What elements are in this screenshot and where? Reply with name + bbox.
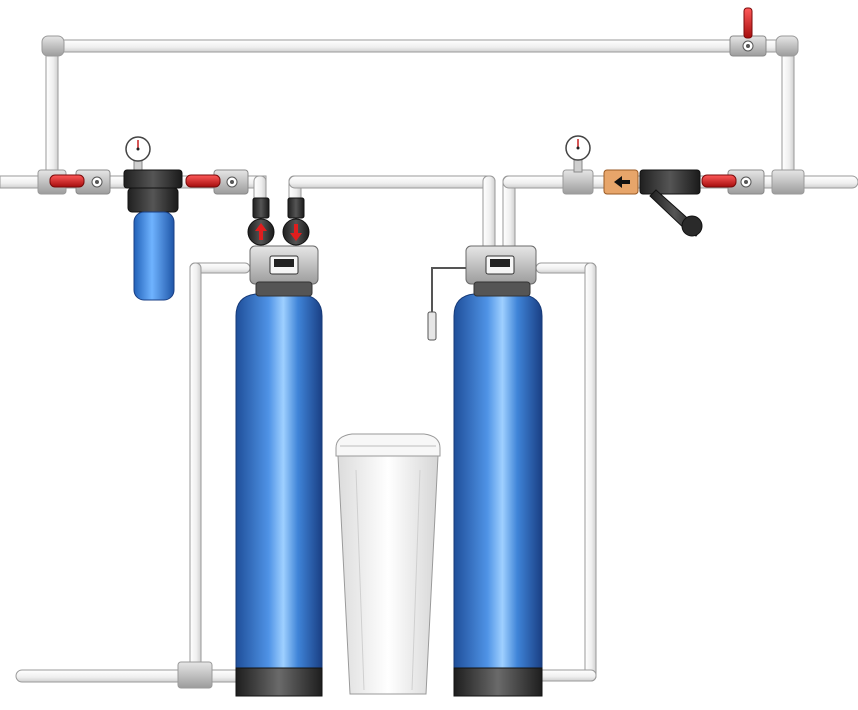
- elbow-top-right: [775, 35, 799, 57]
- bypass-valve[interactable]: [729, 7, 767, 57]
- outlet-ball-valve[interactable]: [701, 169, 765, 195]
- pipe-to-right-tank-down: [482, 175, 496, 257]
- bypass-pipe-top: [45, 39, 795, 53]
- control-head-right[interactable]: [465, 245, 537, 297]
- tank-base-right: [453, 667, 543, 697]
- left-tank-side-pipe: [189, 262, 202, 684]
- pipe-to-right-tank-top: [288, 175, 496, 189]
- cartridge-filter: [123, 169, 183, 301]
- bypass-pipe-right: [781, 39, 795, 181]
- y-strainer: [639, 169, 703, 237]
- pressure-gauge-outlet: [565, 135, 591, 173]
- filter-outlet-valve[interactable]: [185, 169, 249, 195]
- elbow-top-left: [41, 35, 65, 57]
- diverter-valve-up[interactable]: [247, 197, 275, 246]
- right-tank-side-pipe: [584, 262, 597, 682]
- tee-outlet-bypass: [771, 169, 805, 195]
- brine-line: [427, 267, 466, 341]
- brine-tank: [335, 433, 441, 695]
- tee-drain: [177, 661, 213, 689]
- tank-base-left: [235, 667, 323, 697]
- tee-outlet-gauge: [562, 169, 594, 195]
- filter-tank-left: [235, 293, 323, 697]
- diverter-valve-down[interactable]: [282, 197, 310, 246]
- softener-tank-right: [453, 293, 543, 697]
- control-head-left[interactable]: [249, 245, 319, 297]
- inlet-ball-valve[interactable]: [49, 169, 111, 195]
- check-valve: [603, 169, 639, 195]
- bypass-pipe-left: [45, 39, 59, 181]
